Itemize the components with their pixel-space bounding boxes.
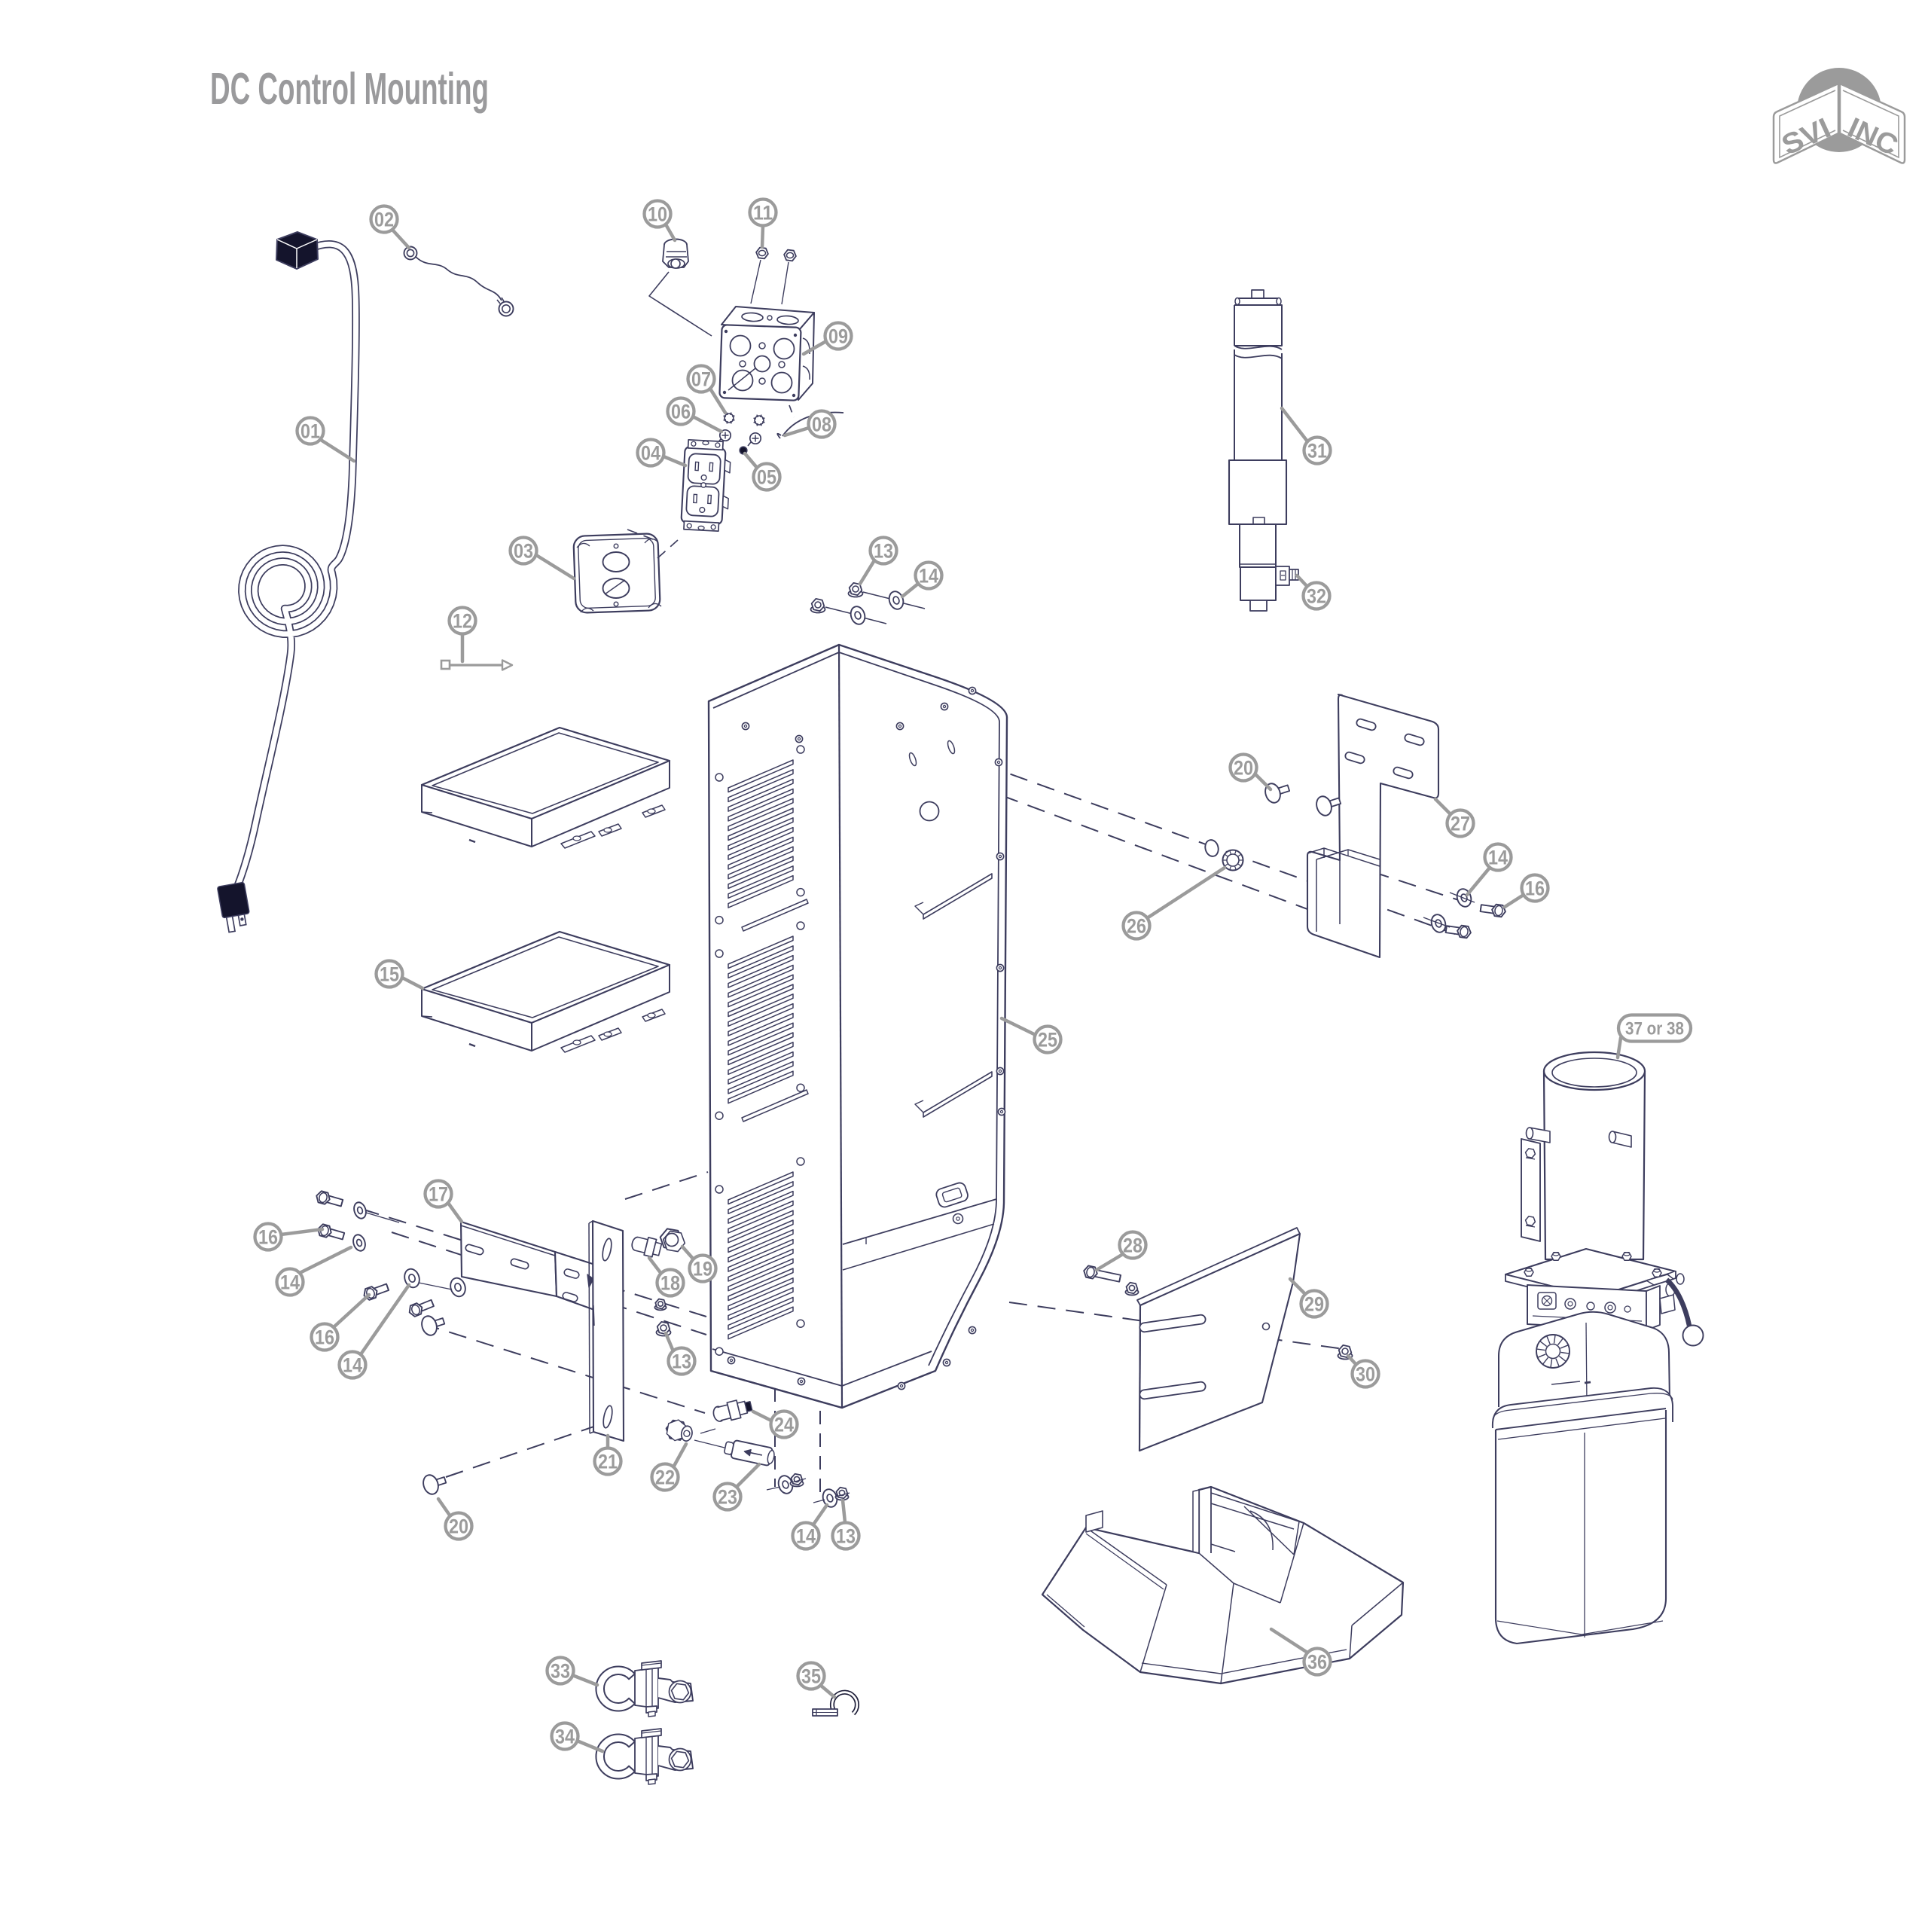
svg-text:03: 03 [514,540,533,563]
svg-text:12: 12 [453,610,472,633]
svg-text:13: 13 [672,1351,691,1373]
svg-text:09: 09 [828,325,848,348]
svg-text:14: 14 [1488,847,1508,869]
svg-text:01: 01 [300,420,320,443]
svg-text:24: 24 [774,1414,794,1436]
svg-text:14: 14 [796,1525,816,1548]
svg-text:22: 22 [655,1467,675,1489]
svg-text:36: 36 [1307,1651,1327,1674]
svg-text:21: 21 [598,1451,618,1473]
svg-text:14: 14 [343,1354,362,1377]
svg-text:29: 29 [1304,1293,1324,1316]
svg-text:18: 18 [660,1272,680,1295]
svg-text:30: 30 [1356,1363,1375,1386]
svg-text:06: 06 [671,401,691,423]
svg-text:28: 28 [1123,1235,1142,1257]
svg-text:31: 31 [1307,440,1327,462]
svg-text:08: 08 [812,414,831,436]
svg-text:14: 14 [919,565,938,588]
svg-text:20: 20 [449,1515,468,1538]
svg-text:23: 23 [718,1486,737,1509]
svg-text:14: 14 [280,1271,300,1294]
svg-text:33: 33 [551,1660,570,1683]
svg-text:37 or 38: 37 or 38 [1625,1019,1684,1039]
svg-text:19: 19 [693,1258,712,1280]
svg-text:20: 20 [1234,757,1253,780]
svg-text:32: 32 [1307,585,1326,608]
svg-text:02: 02 [374,209,394,231]
svg-text:16: 16 [315,1326,334,1349]
svg-text:DC Control Mounting: DC Control Mounting [210,64,489,114]
svg-text:04: 04 [641,442,660,465]
svg-text:25: 25 [1038,1029,1057,1051]
svg-text:13: 13 [836,1525,856,1548]
svg-text:16: 16 [1525,877,1545,900]
svg-text:11: 11 [753,202,773,224]
svg-text:05: 05 [757,466,776,489]
svg-text:26: 26 [1127,915,1146,938]
svg-text:07: 07 [691,368,711,391]
svg-text:13: 13 [874,540,893,563]
svg-text:16: 16 [258,1226,278,1249]
svg-text:10: 10 [648,203,667,226]
svg-text:27: 27 [1451,813,1470,835]
svg-text:15: 15 [380,963,399,986]
svg-text:35: 35 [801,1665,821,1688]
svg-text:17: 17 [429,1183,448,1206]
svg-text:34: 34 [555,1726,575,1748]
